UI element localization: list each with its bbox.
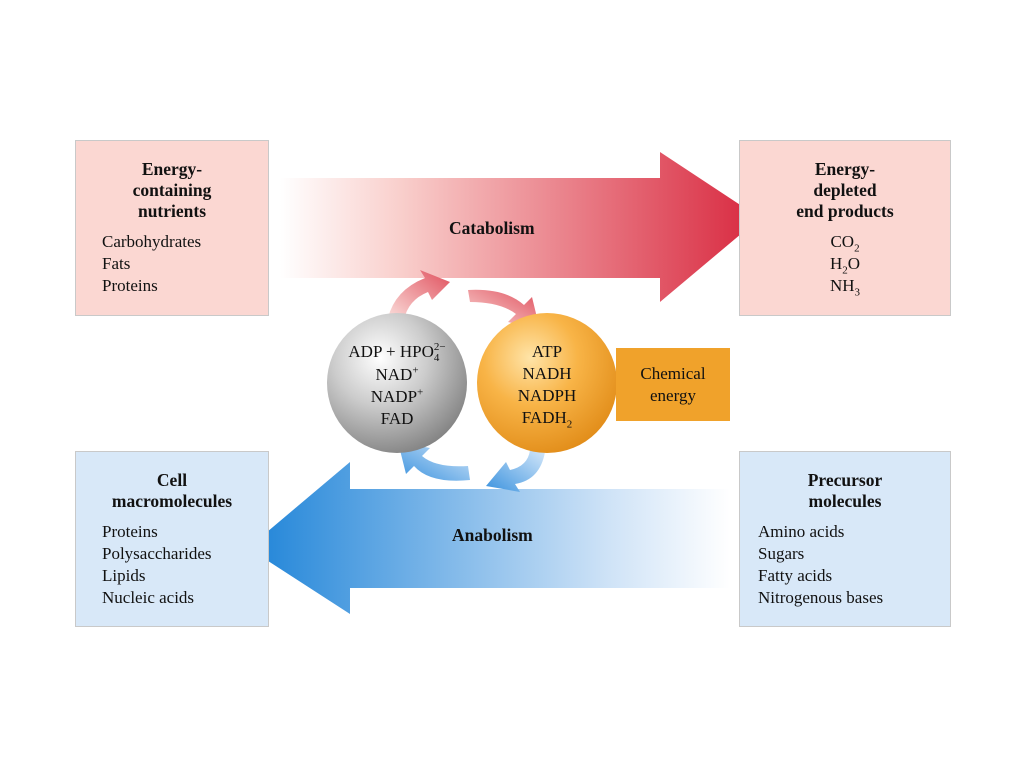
macromolecules-title: Cell macromolecules [111,470,233,511]
list-item: Amino acids [758,522,845,541]
anabolism-label: Anabolism [452,525,533,545]
nutrients-list: Carbohydrates Fats Proteins [102,231,268,297]
list-item: Fats [102,254,131,273]
precursor-list: Amino acids Sugars Fatty acids Nitrogeno… [758,521,950,609]
list-item: CO2 [830,232,860,255]
charged-carrier-sphere [477,313,617,453]
atp-label: ATP [531,342,563,361]
list-item: Nitrogenous bases [758,588,884,607]
macromolecules-list: Proteins Polysaccharides Lipids Nucleic … [102,521,268,609]
chemical-energy-box: Chemical energy [616,348,730,421]
list-item: Fatty acids [758,566,833,585]
list-item: NH3 [829,276,861,299]
list-item: H2O [829,254,861,277]
list-item: Lipids [102,566,146,585]
nad-label: NAD+ [375,364,419,385]
catabolism-arrow [280,152,760,302]
list-item: Carbohydrates [102,232,202,251]
precursor-title: Precursor molecules [807,470,883,511]
nadp-label: NADP+ [370,386,424,407]
fadh2-label: FADH2 [521,408,573,431]
anabolism-arrow [248,462,730,614]
fad-label: FAD [380,409,414,429]
list-item: Proteins [102,276,158,295]
end-products-title: Energy- depleted end products [796,159,894,221]
catabolism-label: Catabolism [449,218,535,238]
cycle-arrow-to-catabolism [388,270,450,320]
end-products-list: CO2 H2O NH3 [740,231,950,299]
cycle-arrow-to-anabolism [486,450,545,492]
cell-macromolecules-box: Cell macromolecules Proteins Polysacchar… [75,451,269,627]
energy-depleted-end-products-box: Energy- depleted end products CO2 H2O NH… [739,140,951,316]
precursor-molecules-box: Precursor molecules Amino acids Sugars F… [739,451,951,627]
list-item: Polysaccharides [102,544,212,563]
list-item: Sugars [758,544,805,563]
nutrients-title: Energy- containing nutrients [132,159,212,221]
list-item: Proteins [102,522,158,541]
charged-carriers-text: ATP NADH NADPH FADH2 [487,341,607,431]
energy-containing-nutrients-box: Energy- containing nutrients Carbohydrat… [75,140,269,316]
nadph-label: NADPH [517,386,577,405]
list-item: Nucleic acids [102,588,195,607]
depleted-carrier-sphere [327,313,467,453]
nadh-label: NADH [522,364,572,383]
cycle-arrow-from-anabolism [398,442,470,481]
